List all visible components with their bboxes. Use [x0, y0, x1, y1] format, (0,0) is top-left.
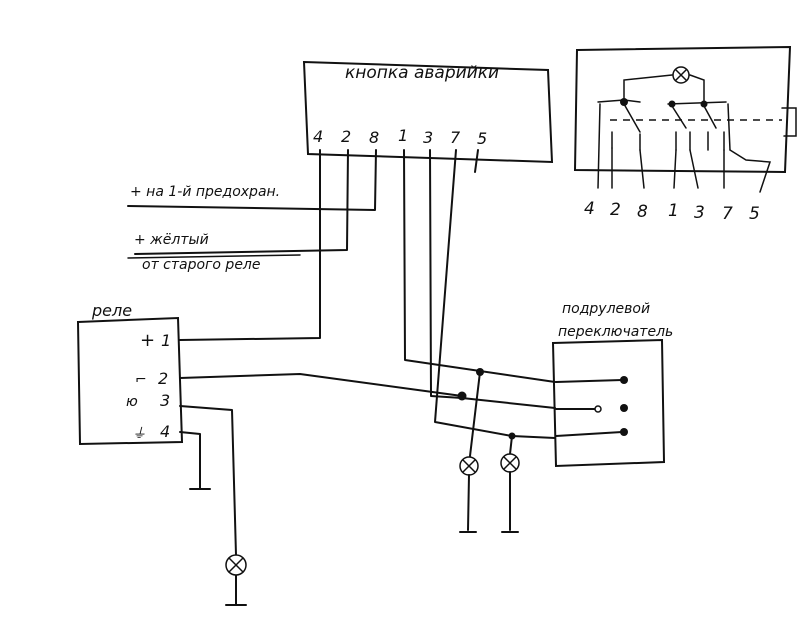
schematic-lamp-wire	[623, 74, 705, 103]
schematic-pin-8: 8	[637, 202, 648, 222]
stalk-contact-line	[555, 431, 623, 437]
hazard-pin-1: 1	[398, 126, 408, 145]
relay-term1-symbol: +	[140, 330, 155, 351]
schematic-pin-3: 3	[694, 203, 705, 223]
schematic-pin-wire	[597, 103, 601, 189]
wire-pin8-to-fuse	[127, 149, 377, 211]
schematic-pin-4: 4	[584, 199, 595, 219]
relay-term3-num: 3	[160, 391, 170, 410]
hazard-button-box	[302, 60, 554, 164]
relay-box	[76, 316, 184, 446]
schematic-contact	[727, 103, 731, 151]
old-relay-label: от старого реле	[142, 257, 261, 273]
hazard-pin-2: 2	[341, 127, 351, 146]
wire-pin5-stub	[474, 149, 479, 173]
stalk-contact-dot	[620, 376, 628, 384]
schematic-bracket	[781, 107, 797, 137]
relay-title: реле	[91, 301, 132, 320]
schematic-bus	[597, 99, 641, 103]
lamp-icon	[459, 456, 479, 476]
wire-relay4-to-ground	[179, 431, 201, 489]
hazard-pin-4: 4	[313, 127, 323, 146]
relay-term2-symbol: ⌐	[135, 372, 147, 388]
stalk-switch: подрулевой переключатель	[551, 301, 673, 468]
hazard-pin-3: 3	[423, 128, 433, 147]
lamp-icon	[225, 554, 247, 576]
wire-to-left-lamp	[469, 371, 481, 457]
wire-relay3-to-lamp	[179, 405, 237, 556]
hazard-pin-8: 8	[369, 128, 379, 147]
wire-pin1-to-stalk	[403, 149, 556, 383]
hazard-schematic: 4 2 8 1 3 7 5	[573, 45, 797, 224]
schematic-box	[573, 45, 792, 174]
schematic-dot	[620, 98, 628, 106]
schematic-pin-2: 2	[610, 200, 621, 220]
stalk-switch-box	[551, 338, 666, 468]
fuse-wire-label: + на 1-й предохран.	[130, 184, 280, 200]
schematic-pin-7: 7	[722, 204, 733, 224]
schematic-pin-1: 1	[668, 201, 679, 221]
junction-dot	[457, 391, 467, 401]
schematic-pin-wire	[689, 149, 699, 189]
schematic-contact	[611, 103, 641, 151]
stalk-contact-dot	[594, 405, 602, 413]
hazard-pin-7: 7	[450, 128, 461, 147]
schematic-contact	[703, 105, 725, 151]
stalk-contact-line	[555, 379, 623, 383]
relay-term1-num: 1	[161, 331, 171, 350]
stalk-switch-title-1: подрулевой	[562, 301, 650, 317]
wire-to-right-lamp	[509, 435, 513, 455]
stalk-contact-dot	[620, 404, 628, 412]
wire-left-lamp-ground	[467, 474, 470, 531]
relay-term4-num: 4	[160, 422, 170, 441]
wire-pin2-to-yellow	[134, 149, 349, 255]
schematic-dot	[668, 100, 676, 108]
schematic-contact	[671, 105, 691, 151]
relay: реле + 1 ⌐ 2 ю 3 ⏚ 4	[76, 301, 184, 446]
schematic-pin-wire	[673, 149, 677, 189]
hazard-button: кнопка аварийки 4 2 8 1 3 7 5	[302, 60, 554, 164]
lamp-icon	[672, 66, 690, 84]
schematic-pin-wire	[639, 149, 645, 189]
yellow-wire-label: + жёлтый	[134, 232, 209, 248]
stalk-switch-title-2: переключатель	[558, 324, 673, 340]
relay-term2-num: 2	[158, 369, 168, 388]
lamp-icon	[500, 453, 520, 473]
relay-wires	[179, 373, 463, 606]
relay-term3-symbol: ю	[126, 394, 138, 410]
stalk-contact-dot	[620, 428, 628, 436]
hazard-pin-5: 5	[477, 129, 487, 148]
yellow-label-underline	[127, 254, 301, 259]
wire-pin4-to-relay1	[179, 149, 321, 341]
schematic-pin-wire	[729, 149, 772, 193]
schematic-dot	[700, 100, 708, 108]
schematic-pin-5: 5	[749, 204, 760, 224]
hazard-button-title: кнопка аварийки	[345, 63, 499, 83]
wire-pin3-to-stalk	[429, 149, 556, 409]
schematic-bus	[667, 101, 727, 105]
wire-relay2-to-junction	[179, 373, 463, 397]
relay-term4-symbol: ⏚	[132, 426, 146, 442]
